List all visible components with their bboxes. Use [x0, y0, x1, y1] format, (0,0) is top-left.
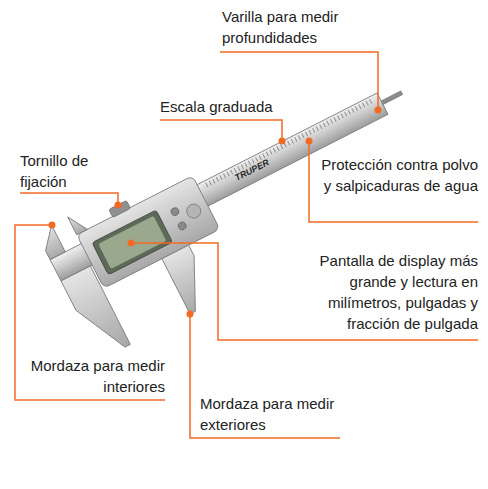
callout-label: Protección contra polvo y salpicaduras d…: [310, 154, 478, 196]
callout-label: Varilla para medir profundidades: [222, 6, 382, 48]
callout-label: Mordaza para medir exteriores: [200, 393, 335, 435]
caliper: [36, 56, 447, 359]
callout-label: Escala graduada: [160, 96, 273, 117]
leader-dots: [49, 107, 382, 318]
callout-label: Mordaza para medir interiores: [30, 355, 165, 397]
leader-lines: [15, 52, 478, 438]
callout-label: Tornillo de fijación: [20, 150, 112, 192]
callout-label: Pantalla de display más grande y lectura…: [293, 250, 478, 334]
